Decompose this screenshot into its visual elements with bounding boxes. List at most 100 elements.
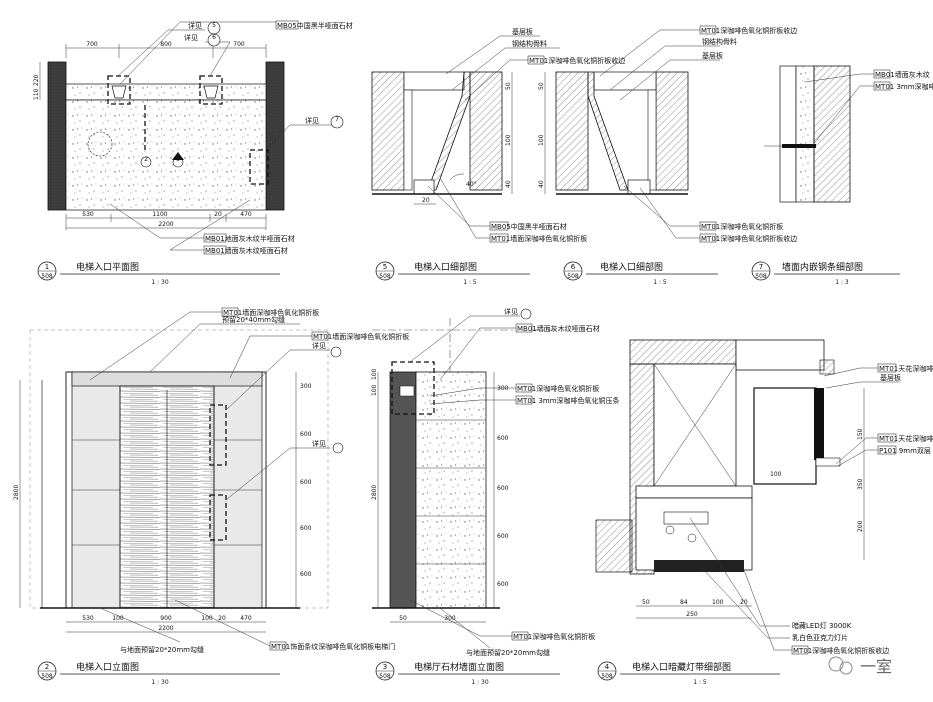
- detail6-sheet: 508: [567, 273, 579, 280]
- elev3-sheet: 508: [379, 673, 391, 680]
- detail7-number: 7: [759, 263, 763, 271]
- elev3-dim-right-1: 300: [497, 385, 509, 392]
- plan-title-block: 1 508 电梯入口平面图 1 : 30: [37, 261, 280, 286]
- plan-floor-stone: [65, 99, 267, 211]
- detail5-note-5: MT01墙面深咖啡色氧化铜折板: [491, 234, 587, 243]
- elev2-scale: 1 : 30: [151, 679, 168, 686]
- detail6-dim-2: 100: [538, 134, 545, 146]
- plan-ref-mark-2: 2: [144, 156, 148, 163]
- detail4-note-5: 暗藏LED灯 3000K: [792, 621, 852, 630]
- elev2-title-block: 2 508 电梯入口立面图 1 : 30: [37, 661, 280, 686]
- elev3-stone-wall: [415, 371, 487, 609]
- plan-ref-label-3: 详见: [305, 116, 319, 125]
- plan-sheet: 508: [41, 273, 53, 280]
- detail6-wall-right: [655, 71, 689, 191]
- detail4-acrylic-panel: [654, 560, 744, 572]
- elev2-dim-right-1: 300: [300, 383, 312, 390]
- detail6-title: 电梯入口细部图: [600, 261, 663, 273]
- detail7-sheet: 508: [755, 273, 767, 280]
- detail5-dim-2: 100: [505, 134, 512, 146]
- detail4-dim-5: 50: [642, 599, 650, 606]
- plan-ref-label-2: 详见: [184, 33, 198, 42]
- elev3-note-6: 与地面预留20*20mm勾缝: [466, 648, 550, 657]
- detail5-wall-left: [371, 71, 405, 191]
- detail4-dim-1: 150: [857, 428, 864, 440]
- elev3-dim-height: 2800: [371, 485, 378, 500]
- plan-column-right: [265, 61, 285, 211]
- elev2-dim-bottom-6: 470: [240, 615, 252, 622]
- plan-detail-callout-5: [107, 75, 131, 105]
- elev2-note-6: 与地面预留20*20mm勾缝: [120, 645, 204, 654]
- plan-dim-top-2: 800: [160, 41, 172, 48]
- plan-note-floor: MB01地面灰木纹半哑面石材: [205, 234, 295, 243]
- detail7-title-block: 7 508 墙面内嵌钢条细部图 1 : 3: [751, 261, 900, 286]
- detail5-title-block: 5 508 电梯入口细部图 1 : 5: [375, 261, 530, 286]
- plan-ref-mark-6: 6: [212, 34, 216, 41]
- detail7-note-2: MT01 3mm深咖啡: [875, 82, 933, 91]
- elev2-dim-bottom-4: 100: [201, 615, 213, 622]
- detail7-wall: [813, 65, 851, 203]
- plan-view: 700 800 700 220 110 2 3 详见 5: [33, 20, 353, 286]
- detail4-title-block: 4 508 电梯入口暗藏灯带细部图 1 : 5: [597, 661, 780, 686]
- plan-dim-bottom-1: 530: [82, 211, 94, 218]
- detail5-note-4: MB05中国黑半哑面石材: [491, 222, 567, 231]
- plan-note-mb05: MB05中国黑半哑面石材: [277, 21, 353, 30]
- detail6-scale: 1 : 5: [653, 279, 667, 286]
- plan-drain-symbol: [87, 131, 113, 157]
- plan-detail-callout-7: [249, 149, 269, 185]
- plan-ref-mark-5: 5: [212, 22, 216, 29]
- elev2-note-5: 详见: [312, 439, 326, 448]
- detail6-note-3: 基层板: [702, 51, 723, 60]
- detail5-number: 5: [383, 263, 387, 271]
- watermark: 一室: [828, 656, 892, 676]
- detail5-dim-4: 20: [422, 197, 430, 204]
- elev2-dim-bottom-5: 20: [218, 615, 226, 622]
- detail7-note-1: MB01墙面灰木纹: [875, 70, 930, 79]
- detail5-sheet: 508: [379, 273, 391, 280]
- elev2-number: 2: [45, 663, 49, 671]
- plan-scale: 1 : 30: [151, 279, 168, 286]
- detail5-angled-panel: [427, 71, 471, 191]
- elev2-dim-total: 2200: [158, 625, 173, 632]
- detail4-scale: 1 : 5: [693, 679, 707, 686]
- plan-ref-label-1: 详见: [188, 21, 202, 30]
- elev2-note-7: MT01饰面条纹深咖啡色氧化铜板电梯门: [271, 642, 395, 651]
- elev3-dim-bottom-1: 50: [399, 615, 407, 622]
- plan-note-wall: MB01墙面灰木纹哑面石材: [205, 246, 288, 255]
- plan-ref-mark-7: 7: [335, 116, 339, 123]
- elevation-2-view: 300 600 600 600 600 2800 530 100 900 100…: [13, 307, 409, 686]
- elev3-dim-bottom-2: 300: [444, 615, 456, 622]
- elev2-dim-bottom-2: 100: [112, 615, 124, 622]
- elev2-dim-right-3: 600: [300, 479, 312, 486]
- elev2-sheet: 508: [41, 673, 53, 680]
- plan-detail-callout-6: [199, 75, 223, 105]
- elev3-dim-left-1: 100: [371, 368, 378, 380]
- detail6-note-1: MT01深咖啡色氧化铜折板收边: [701, 26, 797, 35]
- elev2-note-4: 详见: [312, 341, 326, 350]
- detail4-opening: [753, 387, 817, 485]
- elev3-scale: 1 : 30: [471, 679, 488, 686]
- elev3-dim-left-2: 100: [371, 384, 378, 396]
- detail4-note-4: P101 9mm双层: [879, 447, 931, 455]
- elev3-note-1: 详见: [504, 307, 518, 316]
- detail6-title-block: 6 508 电梯入口细部图 1 : 5: [563, 261, 718, 286]
- wechat-icon: [828, 656, 844, 672]
- elev2-title: 电梯入口立面图: [76, 661, 139, 673]
- elev3-title-block: 3 508 电梯厅石材墙面立面图 1 : 30: [375, 661, 560, 686]
- detail4-note-6: 乳白色亚克力灯片: [792, 633, 848, 642]
- detail4-dim-9: 250: [686, 611, 698, 618]
- plan-dim-left-1: 220: [33, 74, 40, 86]
- detail-7-view: MB01墙面灰木纹 MT01 3mm深咖啡 7 508 墙面内嵌钢条细部图 1 …: [751, 65, 933, 286]
- plan-title: 电梯入口平面图: [76, 261, 139, 273]
- watermark-text: 一室: [860, 657, 892, 676]
- elev3-dim-right-4: 600: [497, 533, 509, 540]
- plan-dim-top-3: 700: [233, 41, 245, 48]
- detail5-note-3: MT01深咖啡色氧化铜折板收边: [529, 56, 625, 65]
- elev2-dim-right-5: 600: [300, 571, 312, 578]
- elev2-note-2: 预留20*40mm勾缝: [222, 315, 285, 324]
- detail4-metal-trim: [814, 388, 824, 460]
- detail4-dim-4: 200: [857, 520, 864, 532]
- elev3-title: 电梯厅石材墙面立面图: [414, 661, 504, 673]
- elev3-dark-band: [389, 371, 417, 609]
- detail5-scale: 1 : 5: [463, 279, 477, 286]
